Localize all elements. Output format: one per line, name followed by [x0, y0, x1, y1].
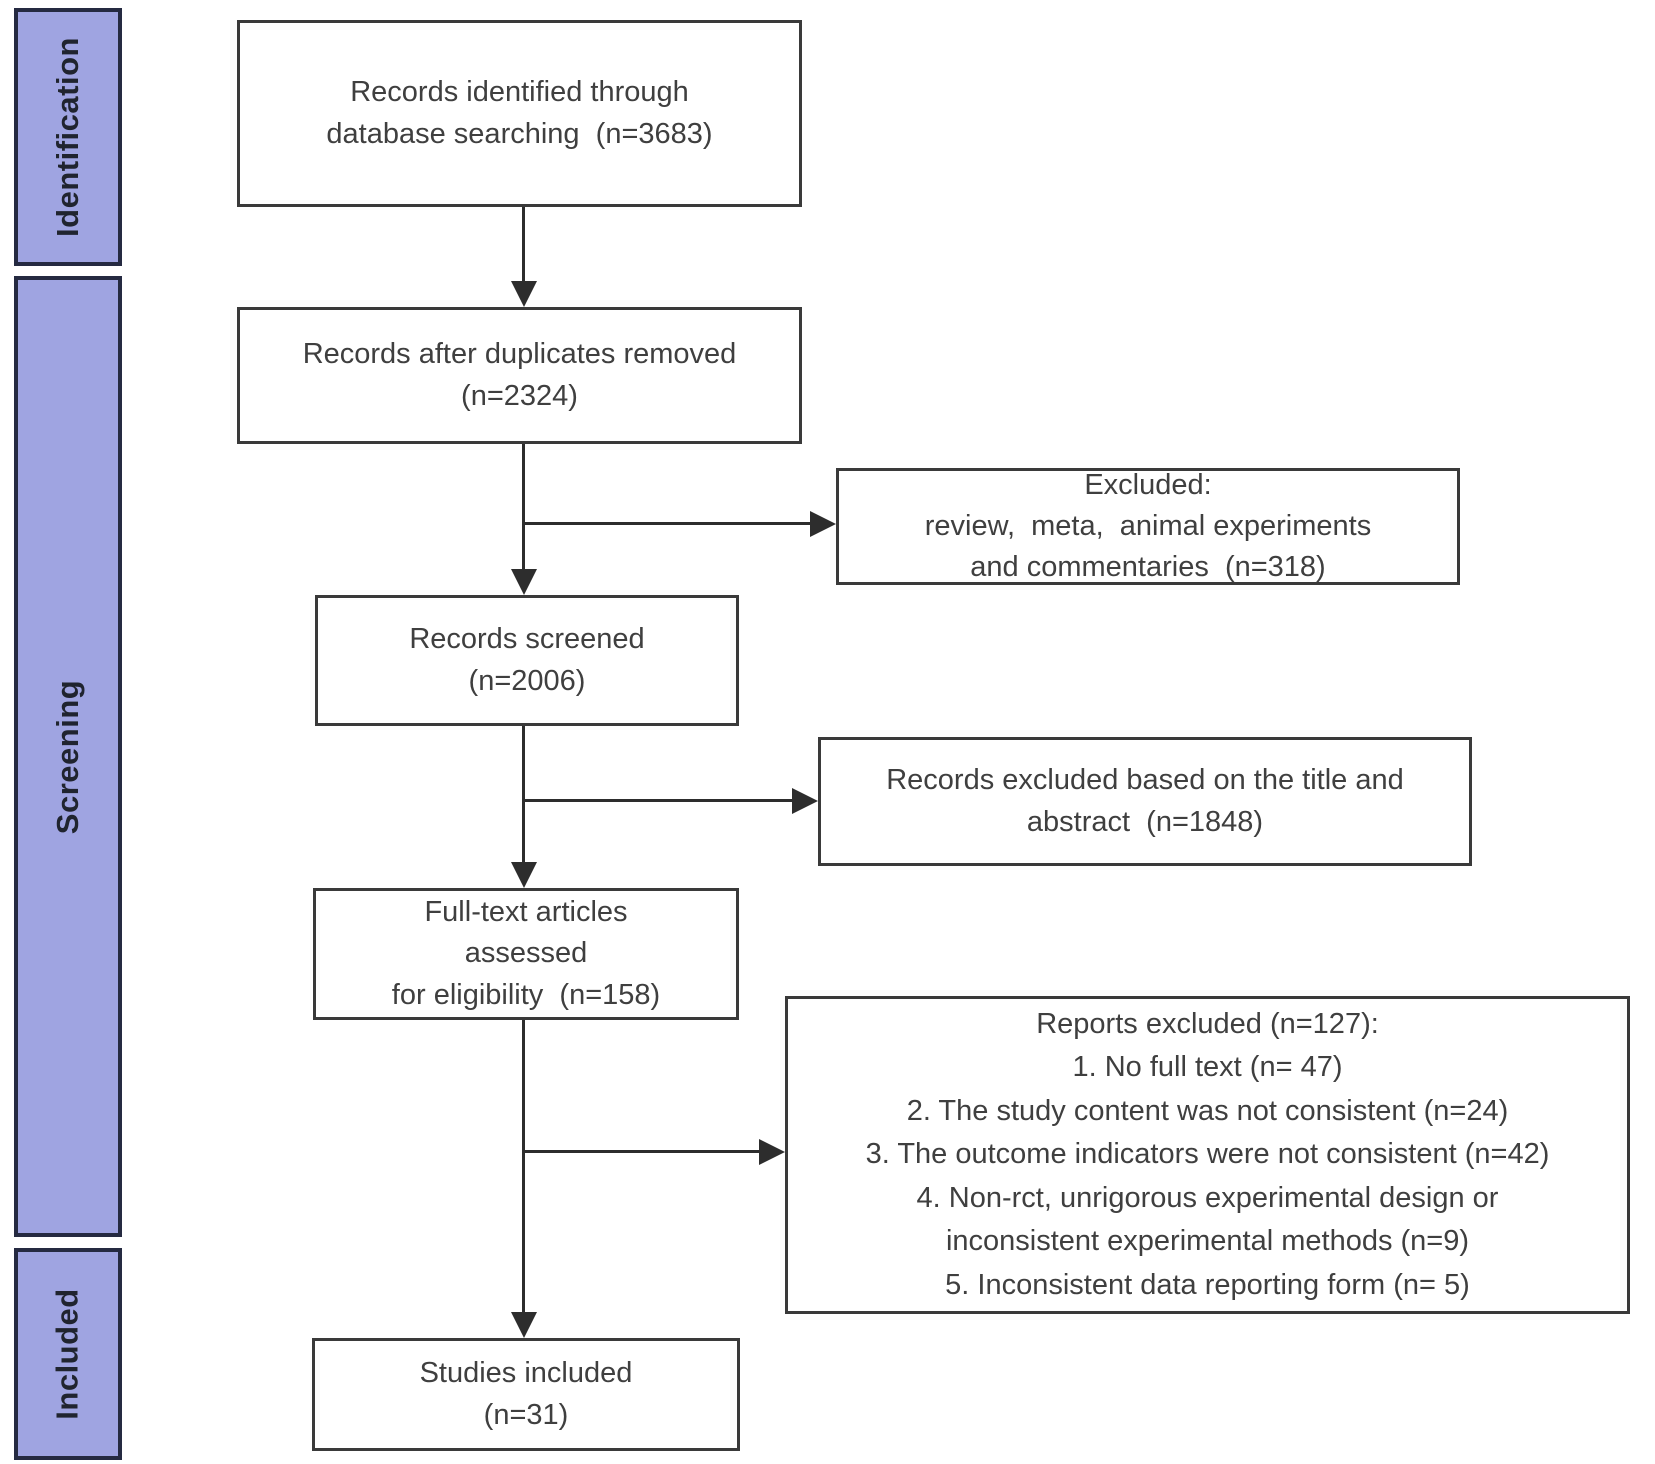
box-studies-included: Studies included (n=31) [312, 1338, 740, 1451]
stage-identification-label: Identification [50, 37, 86, 237]
arrow-down-icon [511, 569, 537, 595]
arrow-right-icon [810, 511, 836, 537]
connector-fulltext-to-included [522, 1020, 525, 1314]
box-fulltext-assessed: Full-text articles assessed for eligibil… [313, 888, 739, 1020]
box-excluded-initial-line2: review, meta, animal experiments [924, 509, 1372, 542]
box-excluded-initial: Excluded: review, meta, animal experimen… [836, 468, 1460, 585]
box-excluded-title-abstract: Records excluded based on the title and … [818, 737, 1472, 866]
arrow-down-icon [511, 281, 537, 307]
box-reports-excluded: Reports excluded (n=127): 1. No full tex… [785, 996, 1630, 1314]
connector-dedup-to-screened [522, 444, 525, 571]
connector-branch-excluded-initial [524, 522, 810, 525]
box-fulltext-assessed-line3: for eligibility (n=158) [391, 978, 661, 1011]
box-reports-excluded-line1: Reports excluded (n=127): [1036, 1007, 1379, 1040]
stage-included: Included [14, 1248, 122, 1460]
stage-screening: Screening [14, 276, 122, 1237]
box-reports-excluded-line3: 2. The study content was not consistent … [906, 1094, 1509, 1127]
box-reports-excluded-line2: 1. No full text (n= 47) [1072, 1051, 1343, 1084]
stage-included-label: Included [50, 1288, 86, 1420]
arrow-down-icon [511, 862, 537, 888]
box-reports-excluded-line5: 4. Non-rct, unrigorous experimental desi… [916, 1181, 1499, 1214]
box-excluded-initial-line3: and commentaries (n=318) [970, 551, 1326, 584]
box-reports-excluded-line7: 5. Inconsistent data reporting form (n= … [945, 1268, 1470, 1301]
box-records-identified-line1: Records identified through [350, 76, 689, 109]
box-records-screened-line1: Records screened [409, 623, 645, 656]
connector-identified-to-dedup [522, 207, 525, 283]
connector-branch-excluded-title-abstract [524, 799, 792, 802]
arrow-right-icon [792, 788, 818, 814]
box-duplicates-removed-line1: Records after duplicates removed [302, 338, 737, 371]
connector-screened-to-fulltext [522, 726, 525, 864]
box-records-screened: Records screened (n=2006) [315, 595, 739, 726]
box-records-screened-line2: (n=2006) [468, 664, 586, 697]
arrow-right-icon [759, 1139, 785, 1165]
box-reports-excluded-line6: inconsistent experimental methods (n=9) [945, 1225, 1470, 1258]
box-studies-included-line2: (n=31) [483, 1398, 569, 1431]
box-excluded-title-abstract-line1: Records excluded based on the title and [886, 764, 1404, 797]
connector-branch-reports-excluded [524, 1150, 759, 1153]
stage-screening-label: Screening [50, 679, 86, 834]
box-fulltext-assessed-line2: assessed [464, 937, 588, 970]
box-fulltext-assessed-line1: Full-text articles [424, 896, 628, 929]
box-duplicates-removed: Records after duplicates removed (n=2324… [237, 307, 802, 444]
box-records-identified: Records identified through database sear… [237, 20, 802, 207]
box-reports-excluded-line4: 3. The outcome indicators were not consi… [865, 1138, 1550, 1171]
box-duplicates-removed-line2: (n=2324) [461, 379, 578, 412]
box-excluded-initial-line1: Excluded: [1084, 468, 1212, 501]
box-studies-included-line1: Studies included [419, 1357, 633, 1390]
arrow-down-icon [511, 1312, 537, 1338]
box-excluded-title-abstract-line2: abstract (n=1848) [1026, 805, 1264, 838]
box-records-identified-line2: database searching (n=3683) [326, 117, 713, 150]
stage-identification: Identification [14, 8, 122, 266]
